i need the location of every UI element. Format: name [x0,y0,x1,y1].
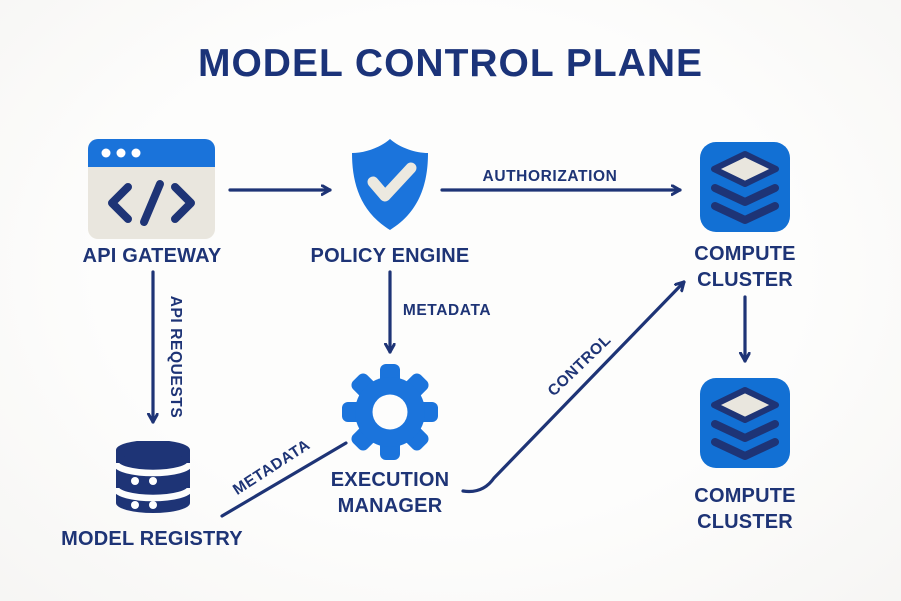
model-registry-label: MODEL REGISTRY [61,528,243,550]
shield-check-icon [352,139,428,230]
layer-stack-icon [700,142,790,232]
edge-label-api-requests: API REQUESTS [167,295,184,419]
gear-icon [342,364,438,460]
database-icon [115,441,191,513]
edge-label-metadata-policy: METADATA [402,302,492,319]
arrow-control [461,280,686,494]
policy-engine-label: POLICY ENGINE [310,245,470,267]
page-title: MODEL CONTROL PLANE [197,42,704,85]
line-metadata-registry [220,441,348,518]
api-gateway-label: API GATEWAY [82,245,222,267]
compute-cluster-1-label: COMPUTE CLUSTER [694,243,796,292]
execution-manager-label: EXECUTION MANAGER [330,469,450,518]
browser-code-icon [88,139,215,239]
layer-stack-icon [700,378,790,468]
compute-cluster-2-label: COMPUTE CLUSTER [694,485,796,534]
edge-label-authorization: AUTHORIZATION [482,168,618,185]
